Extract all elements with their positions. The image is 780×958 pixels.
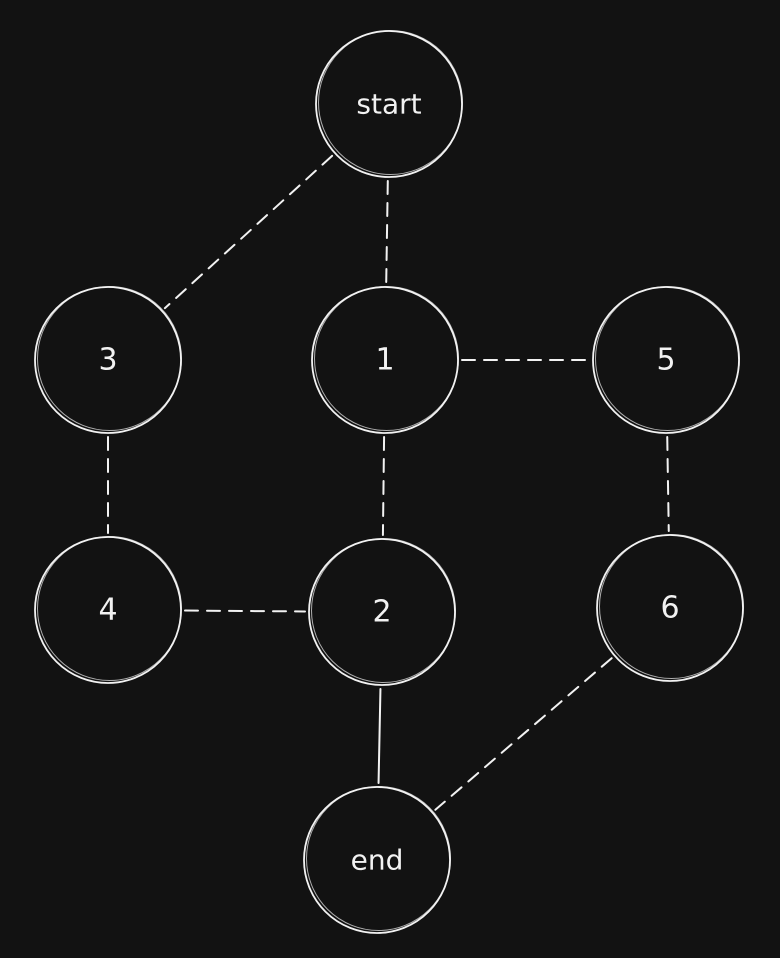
node-start: start (315, 30, 463, 178)
node-2-circle-sketch (311, 538, 456, 683)
node-3-circle-sketch (37, 286, 182, 431)
node-end: end (303, 786, 451, 934)
node-6-label: 6 (660, 591, 679, 626)
node-start-circle-sketch (318, 30, 463, 175)
node-3: 3 (34, 286, 182, 434)
node-5-circle-sketch (595, 286, 740, 431)
node-1-label: 1 (375, 343, 394, 378)
node-2-label: 2 (372, 595, 391, 630)
node-4-circle-sketch (37, 536, 182, 681)
nodes-layer: start 1 2 3 4 (34, 30, 744, 934)
edge-n2-end (377, 687, 382, 785)
edges-layer (107, 154, 670, 811)
edge-n1-n2 (381, 435, 386, 537)
node-6-circle-sketch (599, 534, 744, 679)
edge-start-n3 (163, 154, 334, 310)
node-3-label: 3 (98, 343, 117, 378)
node-1: 1 (311, 286, 459, 434)
node-5: 5 (592, 286, 740, 434)
node-6: 6 (596, 534, 744, 682)
node-end-circle-sketch (306, 786, 451, 931)
node-start-label: start (356, 88, 421, 121)
node-5-label: 5 (656, 343, 675, 378)
edge-n6-end (434, 657, 613, 811)
edge-n5-n6 (666, 435, 670, 533)
node-4-label: 4 (98, 593, 117, 628)
node-1-circle-sketch (314, 286, 459, 431)
node-2: 2 (308, 538, 456, 686)
edge-start-n1 (385, 179, 389, 285)
edge-n4-n2 (183, 609, 307, 613)
node-end-label: end (351, 844, 404, 877)
node-4: 4 (34, 536, 182, 684)
